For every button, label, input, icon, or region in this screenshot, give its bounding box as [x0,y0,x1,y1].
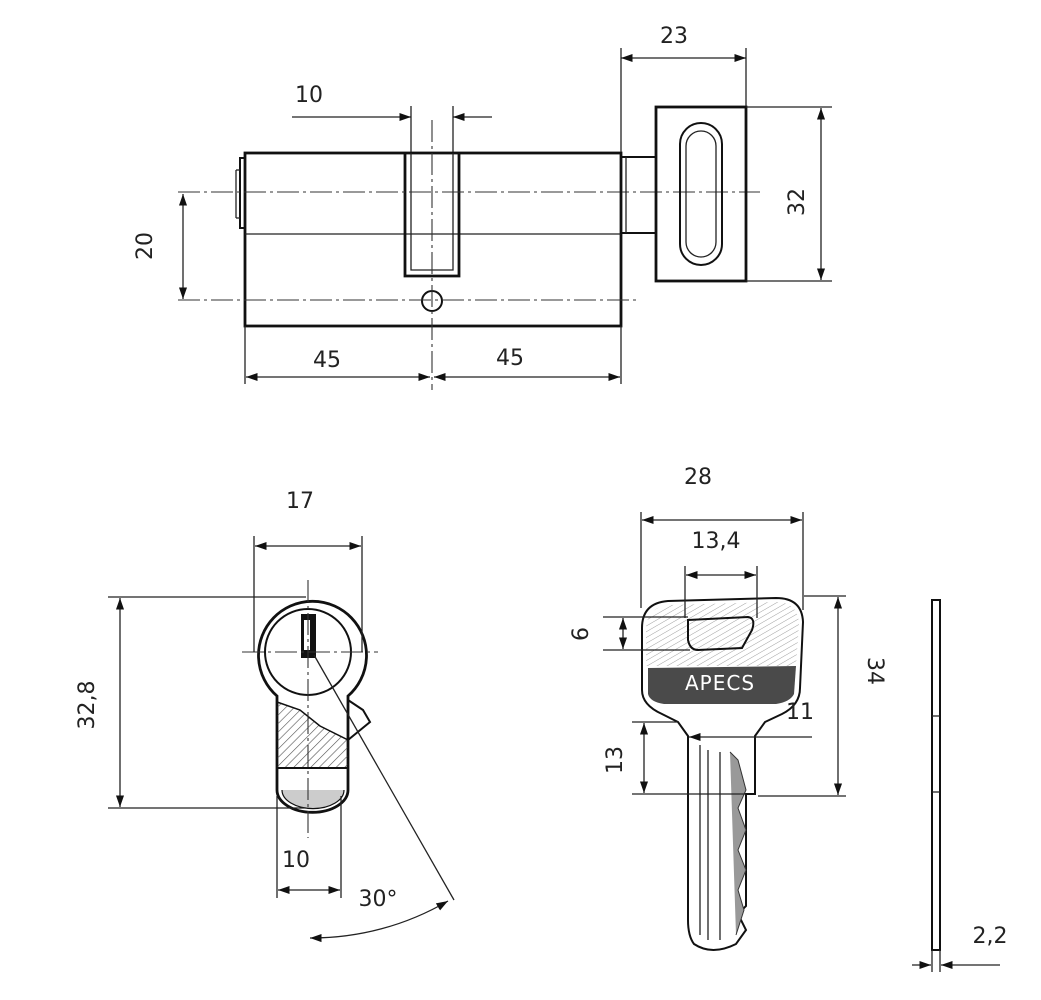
dim-label-10: 10 [295,83,323,108]
left-plug [239,157,245,229]
dim-label-34: 34 [862,657,887,685]
key-view: APECS 28 13,4 6 34 11 13 [569,465,887,951]
dim-label-23: 23 [660,24,688,49]
dim-label-11: 11 [786,700,814,725]
cam-lever [347,699,372,741]
angle-ray [313,654,455,901]
dim-label-10-bottom: 10 [282,848,310,873]
key-thickness-view: 2,2 [912,599,1008,972]
dim-label-45-right: 45 [496,346,524,371]
dim-label-13-4: 13,4 [692,529,741,554]
dim-label-28: 28 [684,465,712,490]
dim-label-30: 30° [359,887,398,912]
cam-slot [403,153,461,278]
thumb-turn-grip [679,122,723,266]
cam-hatched [276,700,349,769]
dim-label-32-8: 32,8 [75,681,100,730]
cylinder-body [243,151,623,328]
profile-outline [257,599,368,814]
dim-label-32: 32 [785,188,810,216]
key-hole [687,615,755,652]
dim-label-6: 6 [569,627,594,641]
thumb-turn-knob [654,105,748,283]
key-edge [931,599,941,951]
dim-label-13: 13 [603,746,628,774]
dim-label-17: 17 [286,489,314,514]
key-brand-text: APECS [685,671,755,695]
cylinder-profile-view: 17 32,8 10 30° [75,489,455,943]
dim-label-20: 20 [133,232,158,260]
angle-arc-30 [309,900,449,943]
brand-band [648,666,796,704]
cylinder-side-view: 23 10 20 32 45 45 [133,24,832,390]
dim-label-45-left: 45 [313,348,341,373]
dim-label-2-2: 2,2 [973,924,1008,949]
